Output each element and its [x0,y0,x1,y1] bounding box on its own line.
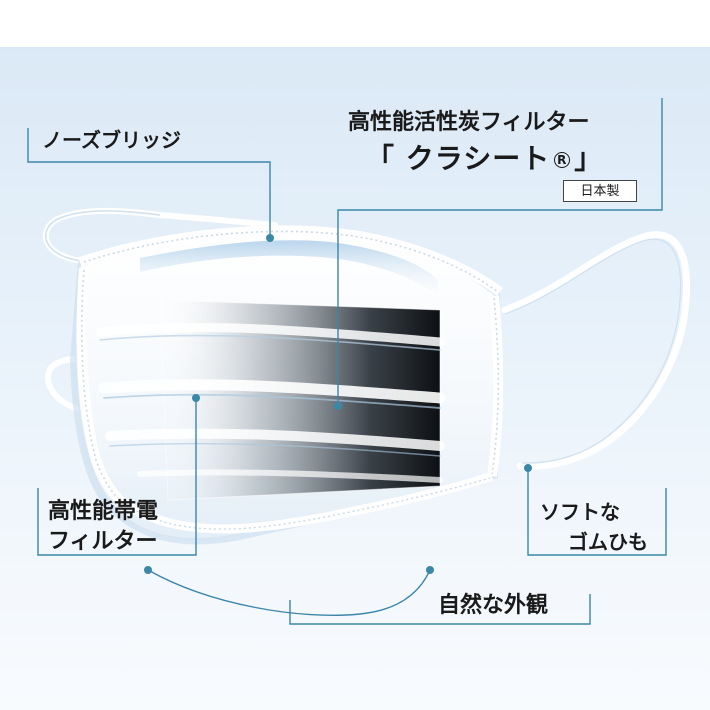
soft-strap-line1: ソフトな [540,500,620,524]
right-ear-loop [501,231,691,470]
natural-look-label: 自然な外観 [438,593,549,618]
registered-mark-icon: R [554,152,571,168]
electret-filter-label: 高性能帯電 フィルター [48,497,158,557]
bottom-binding [115,471,494,534]
nose-bridge-label: ノーズブリッジ [42,128,181,152]
natural-leader [147,569,431,616]
natural-bracket [289,594,591,625]
soft-strap-line2: ゴムひも [568,530,648,554]
carbon-leader [337,98,663,406]
charge-leader [37,398,197,556]
mask-pleats [95,322,446,483]
carbon-filter-name-close: 」 [574,142,604,175]
natural-leader-dot-right [426,566,434,574]
leader-dots [144,234,532,574]
top-binding [78,225,503,297]
natural-leader-dot-left [144,566,152,574]
made-in-japan-badge: 日本製 [563,180,637,202]
strap-leader [527,468,667,556]
right-binding-dots [491,297,500,475]
charge-leader-dot [192,394,200,402]
left-ear-loop-top-shadow [44,210,161,263]
nose-leader [27,128,271,238]
top-binding-dots [83,230,499,293]
leader-lines [27,98,667,625]
electret-filter-line1: 高性能帯電 [48,499,159,524]
carbon-leader-dot [334,402,342,410]
right-ear-loop-shadow [504,238,682,464]
soft-strap-label: ソフトな ゴムひも [540,497,648,557]
electret-filter-line2: フィルター [48,529,158,554]
carbon-filter-name-text: 「 クラシート [366,142,551,175]
strap-leader-dot [524,464,532,472]
left-binding-dots [80,269,119,499]
nose-leader-dot [266,234,274,242]
nose-bridge-band [140,240,438,296]
carbon-filter-title: 高性能活性炭フィルター [348,110,590,135]
